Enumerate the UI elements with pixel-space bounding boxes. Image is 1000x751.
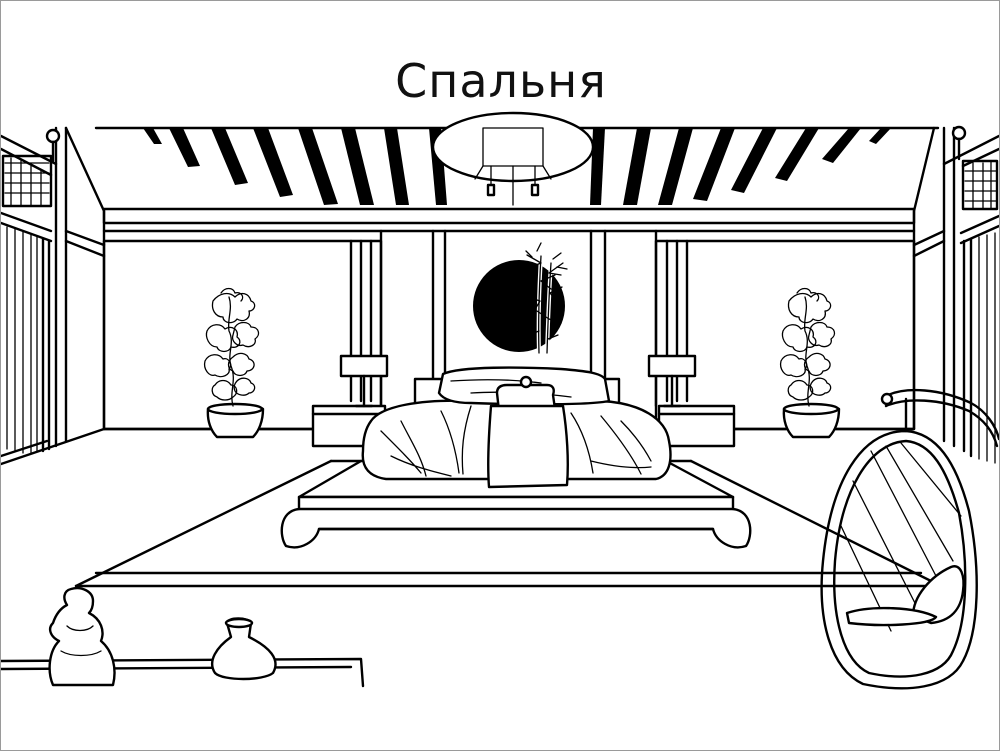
pillow-knot [519, 375, 533, 389]
left-lamp-fixture [45, 128, 61, 144]
moon [473, 260, 565, 352]
buddha-statue [48, 587, 116, 687]
ceiling-beams [143, 128, 891, 205]
slide-title: Спальня [395, 54, 607, 108]
bed-runner [486, 404, 569, 489]
moon-bamboo-art [473, 242, 568, 355]
pillow-front [495, 383, 557, 413]
hanging-egg-chair [820, 388, 999, 690]
foreground-table [1, 587, 365, 688]
floor-rug [74, 459, 943, 588]
plant-right [779, 287, 841, 439]
ceiling-outline [94, 111, 940, 206]
right-lamp-fixture [951, 125, 967, 141]
lamp-shade-left [339, 354, 389, 378]
plant-left [203, 287, 265, 439]
chair-cushion [911, 565, 965, 625]
right-wall [912, 125, 999, 464]
chair-seat [845, 606, 938, 627]
left-wall [1, 126, 106, 466]
bed [361, 366, 672, 489]
lamp-shade-right [647, 354, 697, 378]
